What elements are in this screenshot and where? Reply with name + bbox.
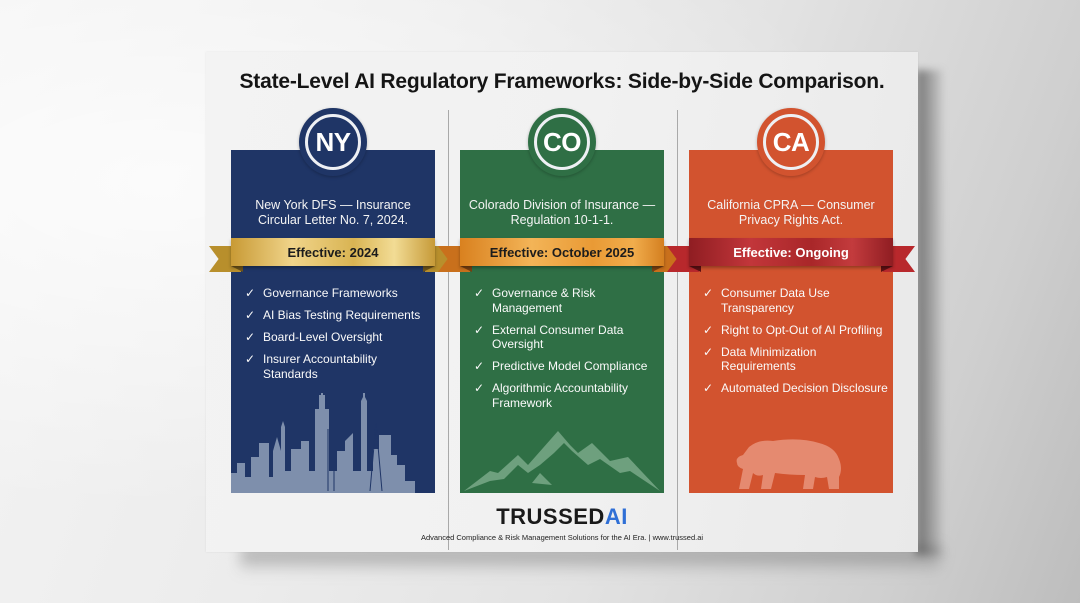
column-california: CA California CPRA — Consumer Privacy Ri… — [667, 108, 915, 493]
mountains-icon — [464, 431, 660, 491]
check-icon: ✓ — [474, 359, 485, 373]
list-item: ✓Board-Level Oversight — [245, 330, 383, 344]
column-divider — [677, 110, 678, 550]
requirements-list: ✓Governance & Risk Management ✓External … — [474, 286, 660, 418]
list-item: ✓Consumer Data Use Transparency — [703, 286, 830, 315]
nyc-skyline-icon — [231, 393, 415, 493]
state-badge: CO — [528, 108, 596, 176]
effective-ribbon: Effective: October 2025 — [438, 238, 686, 274]
agency-title: New York DFS — Insurance Circular Letter… — [255, 198, 411, 227]
agency-title: California CPRA — Consumer Privacy Right… — [707, 198, 875, 227]
state-code: CA — [763, 114, 819, 170]
list-item: ✓Predictive Model Compliance — [474, 359, 648, 373]
effective-ribbon: Effective: 2024 — [209, 238, 457, 274]
list-item: ✓Algorithmic Accountability Framework — [474, 381, 629, 410]
check-icon: ✓ — [703, 344, 714, 359]
list-item: ✓Governance & Risk Management — [474, 286, 596, 315]
requirements-list: ✓Governance Frameworks ✓AI Bias Testing … — [245, 286, 431, 389]
effective-date: Effective: October 2025 — [460, 238, 664, 266]
panel-background — [231, 150, 435, 493]
list-item: ✓Right to Opt-Out of AI Profiling — [703, 322, 883, 337]
column-colorado: CO Colorado Division of Insurance — Regu… — [438, 108, 686, 493]
state-badge: CA — [757, 108, 825, 176]
state-code: NY — [305, 114, 361, 170]
state-code: CO — [534, 114, 590, 170]
check-icon: ✓ — [245, 330, 256, 344]
check-icon: ✓ — [474, 286, 485, 300]
check-icon: ✓ — [474, 322, 485, 337]
list-item: ✓External Consumer Data Oversight — [474, 322, 624, 352]
check-icon: ✓ — [703, 322, 714, 337]
list-item: ✓Automated Decision Disclosure — [703, 381, 888, 395]
list-item: ✓Governance Frameworks — [245, 286, 398, 300]
check-icon: ✓ — [703, 286, 714, 300]
list-item: ✓Insurer Accountability Standards — [245, 352, 378, 381]
check-icon: ✓ — [245, 352, 256, 366]
list-item: ✓AI Bias Testing Requirements — [245, 308, 421, 322]
list-item: ✓Data Minimization Requirements — [703, 344, 817, 374]
effective-date: Effective: 2024 — [231, 238, 435, 266]
brand-tagline: Advanced Compliance & Risk Management So… — [420, 533, 704, 542]
california-bear-icon — [736, 439, 841, 489]
poster-title: State-Level AI Regulatory Frameworks: Si… — [239, 70, 885, 93]
check-icon: ✓ — [474, 381, 485, 395]
panel-background — [689, 150, 893, 493]
effective-ribbon: Effective: Ongoing — [667, 238, 915, 274]
check-icon: ✓ — [245, 308, 256, 322]
comparison-poster: State-Level AI Regulatory Frameworks: Si… — [206, 52, 918, 552]
check-icon: ✓ — [703, 381, 714, 395]
check-icon: ✓ — [245, 286, 256, 300]
brand-logo-accent: AI — [604, 504, 628, 529]
brand-logo: TRUSSEDAI — [496, 504, 628, 529]
poster-shadow-side — [916, 70, 942, 555]
requirements-list: ✓Consumer Data Use Transparency ✓Right t… — [703, 286, 889, 403]
agency-title: Colorado Division of Insurance — Regulat… — [468, 198, 656, 227]
column-new-york: NY New York DFS — Insurance Circular Let… — [209, 108, 457, 493]
state-badge: NY — [299, 108, 367, 176]
effective-date: Effective: Ongoing — [689, 238, 893, 266]
column-divider — [448, 110, 449, 550]
